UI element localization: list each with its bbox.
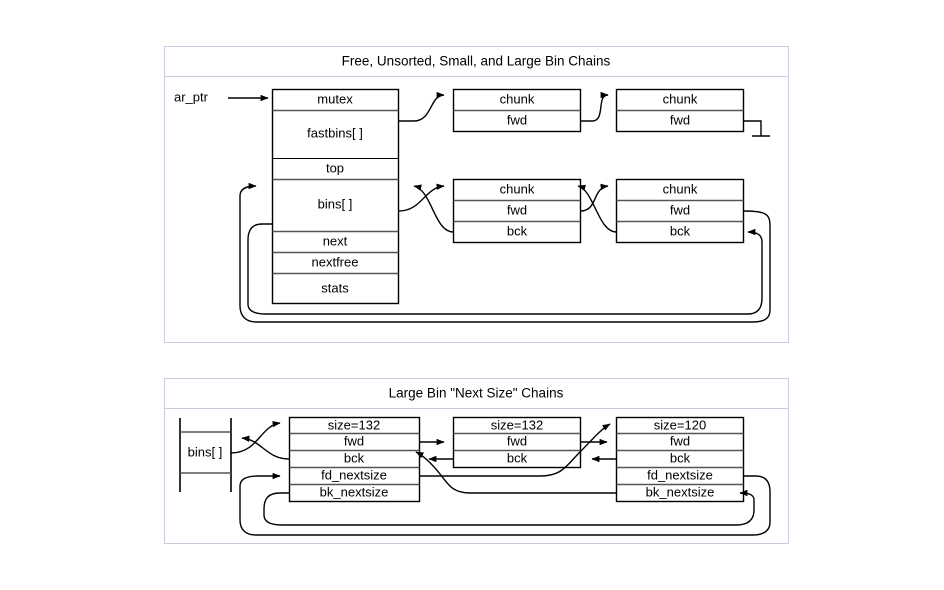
- bins-to-binchunk1-arrow: [398, 183, 445, 212]
- large-chunk-3-field-4: bk_nextsize: [646, 484, 715, 499]
- large-chunk-1-field-0: size=132: [328, 417, 380, 432]
- arena-field-top: top: [326, 160, 344, 175]
- large-chunk-2-field-0: size=132: [491, 417, 543, 432]
- bins-to-largechunk1-arrow: [230, 420, 281, 454]
- binchunk1-fwd-to-binchunk2-arrow: [580, 183, 609, 212]
- fastbin-chunk-2-field-1: fwd: [670, 112, 690, 127]
- large-chunk-3-field-2: bck: [670, 450, 691, 465]
- arena-field-stats: stats: [321, 280, 349, 295]
- bin-chunk-2-field-2: bck: [670, 223, 691, 238]
- panel-free-unsorted-small-large-bin-chains: Free, Unsorted, Small, and Large Bin Cha…: [164, 46, 789, 343]
- arena-field-mutex: mutex: [317, 91, 353, 106]
- fastbin-chunk-1-field-0: chunk: [500, 91, 535, 106]
- chunk2-fwd-null-line: [743, 120, 762, 136]
- bin-chunk-1-field-0: chunk: [500, 181, 535, 196]
- arena-field-fastbins: fastbins[ ]: [307, 125, 363, 140]
- bin-chunk-2-field-1: fwd: [670, 202, 690, 217]
- large-chunk-1-field-1: fwd: [344, 433, 364, 448]
- panel-large-bin-next-size-chains: Large Bin "Next Size" Chains bins[ ] siz…: [164, 378, 789, 544]
- large-chunk-1-field-4: bk_nextsize: [320, 484, 389, 499]
- chunk1-fwd-to-chunk2-arrow: [580, 91, 609, 122]
- large-chunk-1-box: [288, 416, 421, 503]
- bin-chunk-1-field-1: fwd: [507, 202, 527, 217]
- panel1-title: Free, Unsorted, Small, and Large Bin Cha…: [342, 54, 611, 69]
- largechunk1-bk-nextsize-loop-to-largechunk3-arrow: [263, 489, 755, 526]
- large-chunk-1-field-2: bck: [344, 450, 365, 465]
- bins-array-label: bins[ ]: [188, 444, 223, 459]
- large-chunk-3-field-3: fd_nextsize: [647, 467, 713, 482]
- panel2-title: Large Bin "Next Size" Chains: [389, 386, 564, 401]
- binchunk1-bck-to-bins-arrow: [413, 184, 454, 233]
- fastbin-chunk-2-field-0: chunk: [663, 91, 698, 106]
- largechunk1-fd-nextsize-to-largechunk3-arrow: [419, 423, 611, 477]
- arena-field-next: next: [323, 233, 348, 248]
- large-chunk-2-field-1: fwd: [507, 433, 527, 448]
- fastbin-chunk-1-field-1: fwd: [507, 112, 527, 127]
- large-chunk-1-field-3: fd_nextsize: [321, 467, 387, 482]
- largechunk1-bck-to-bins-arrow: [241, 435, 290, 460]
- ar-ptr-label: ar_ptr: [174, 89, 209, 104]
- large-chunk-2-field-2: bck: [507, 450, 528, 465]
- bins-loop-to-binchunk2-bck-arrow: [247, 223, 763, 315]
- arena-field-nextfree: nextfree: [312, 254, 359, 269]
- largechunk3-fd-nextsize-loop-to-largechunk1-arrow: [239, 472, 771, 536]
- bin-chunk-2-box: [615, 178, 745, 244]
- bin-chunk-2-field-0: chunk: [663, 181, 698, 196]
- binchunk2-bck-to-binchunk1-arrow: [577, 184, 617, 233]
- binchunk2-fwd-loop-to-bins-arrow: [239, 182, 771, 323]
- arena-field-bins: bins[ ]: [318, 196, 353, 211]
- arena-struct-box: [271, 88, 400, 305]
- largechunk3-bk-nextsize-to-largechunk1-arrow: [415, 451, 617, 494]
- large-chunk-3-box: [615, 416, 745, 503]
- large-chunk-2-box: [452, 416, 582, 469]
- bin-chunk-1-field-2: bck: [507, 223, 528, 238]
- large-chunk-3-field-0: size=120: [654, 417, 706, 432]
- fastbins-to-chunk1-arrow: [398, 91, 445, 122]
- large-chunk-3-field-1: fwd: [670, 433, 690, 448]
